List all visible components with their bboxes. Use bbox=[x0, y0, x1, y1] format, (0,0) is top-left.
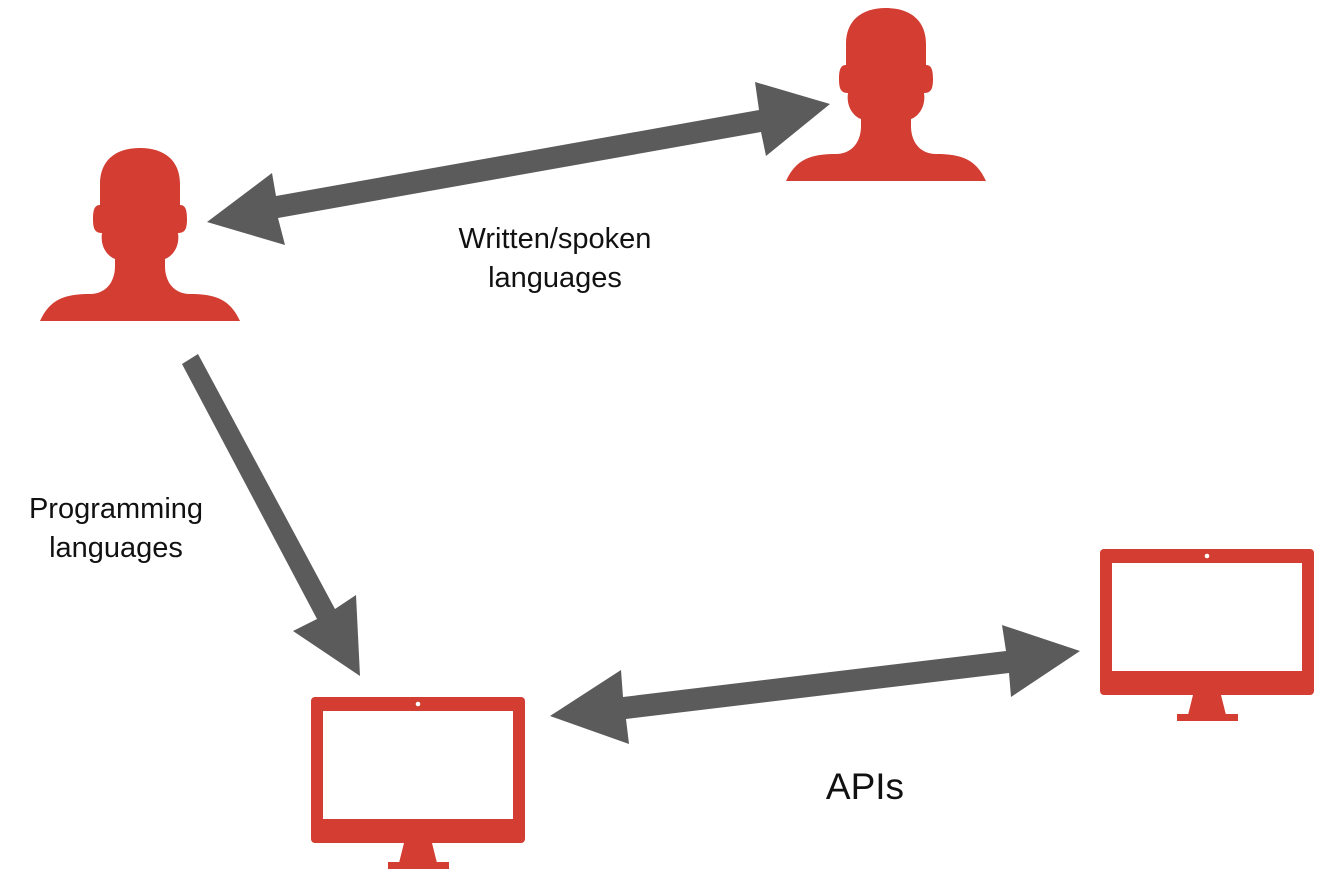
arrow-written-spoken bbox=[207, 82, 830, 245]
monitor-camera bbox=[1204, 553, 1210, 559]
edge-label-line: languages bbox=[49, 532, 183, 565]
monitor-icon bbox=[1100, 549, 1314, 721]
edge-label-line: APIs bbox=[825, 766, 905, 807]
monitor-camera bbox=[415, 701, 421, 707]
monitor-base bbox=[388, 862, 449, 869]
edge-label-programming: Programming languages bbox=[0, 490, 232, 568]
edge-label-apis: APIs bbox=[790, 762, 940, 812]
arrow-apis bbox=[550, 625, 1080, 744]
monitor-neck bbox=[1188, 695, 1226, 715]
monitor-neck bbox=[399, 843, 437, 863]
person-icon bbox=[40, 148, 240, 321]
edge-label-written-spoken: Written/spoken languages bbox=[430, 220, 680, 298]
edge-label-line: Programming bbox=[28, 493, 204, 525]
arrow-programming bbox=[182, 354, 360, 676]
monitor-icon bbox=[311, 697, 525, 869]
edge-label-line: languages bbox=[488, 262, 622, 295]
monitor-screen bbox=[1112, 563, 1302, 671]
arrows-layer bbox=[182, 82, 1080, 744]
person-icon bbox=[786, 8, 986, 181]
edge-label-line: Written/spoken bbox=[458, 223, 652, 255]
monitor-screen bbox=[323, 711, 513, 819]
monitor-base bbox=[1177, 714, 1238, 721]
